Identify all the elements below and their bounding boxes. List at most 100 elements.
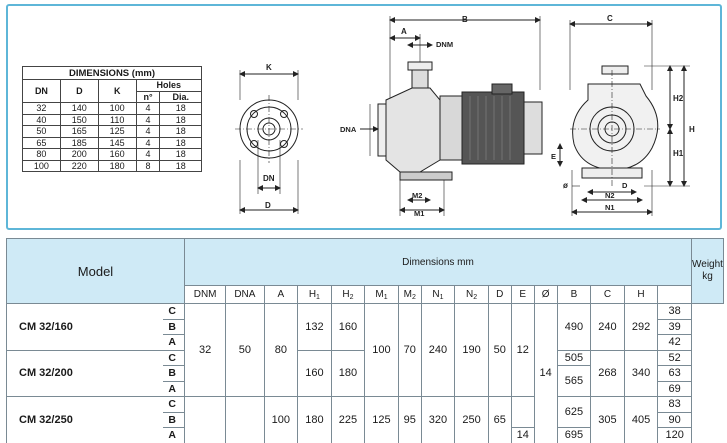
table-row: B 39 [7,318,724,335]
variant: C [162,396,185,413]
cell-n2: 190 [454,303,489,397]
cell-b: 490 [556,303,592,351]
col-dia: Dia. [159,90,202,103]
cell-weight: 42 [657,334,692,351]
col-h1-sub: 1 [316,293,320,301]
col-m1-letter: M [375,288,384,300]
variant: C [162,303,185,320]
table-row: A 42 [7,334,724,351]
col-dna: DNA [225,285,265,304]
label-h2: H2 [673,94,684,103]
col-n2-letter: N [465,288,474,300]
cell: 125 [97,125,137,138]
cell-m1: 125 [364,396,399,443]
cell-c: 305 [590,396,625,443]
cell-h: 292 [623,303,659,351]
col-d: D [487,285,512,304]
model-name: CM 32/160 [6,303,163,351]
label-m2: M2 [412,191,422,200]
col-e: E [510,285,535,304]
col-h: H [623,285,659,304]
cell-n1: 240 [420,303,456,397]
cell-c: 268 [590,349,625,397]
col-c: C [590,285,625,304]
col-m2: M2 [397,285,422,304]
cell-dna [225,396,265,443]
label-dnm: DNM [436,40,453,49]
col-n2-sub: 2 [473,293,478,301]
cell-dnm: 32 [183,303,227,397]
cell: 4 [135,102,161,115]
cell-b: 695 [556,427,592,443]
cell-c: 240 [590,303,625,351]
cell-weight: 63 [657,365,692,382]
label-h1: H1 [673,149,684,158]
cell-d: 65 [487,396,512,443]
cell: 18 [159,136,202,149]
variant: A [162,427,185,443]
label-c: C [607,14,613,23]
cell: 185 [59,136,99,149]
weight-header-line1: Weight [692,259,723,270]
label-b: B [462,15,468,24]
cell-h1: 160 [297,349,332,397]
variant: B [162,365,185,382]
cell-dna: 50 [225,303,265,397]
label-n1: N1 [605,203,615,212]
col-h2-letter: H [342,288,350,300]
cell-b: 565 [556,365,592,397]
col-h2-sub: 2 [349,293,354,301]
cell-n2: 250 [454,396,489,443]
variant: A [162,380,185,397]
col-n1-letter: N [432,288,440,300]
cell-weight: 90 [657,411,692,428]
cell: 4 [135,125,161,138]
variant: B [162,411,185,428]
label-a: A [401,27,407,36]
cell: 100 [22,159,61,172]
col-h1-letter: H [308,288,317,300]
col-n1-sub: 1 [439,293,444,301]
cell-e: 14 [510,427,535,443]
cell-weight: 39 [657,318,692,335]
weight-header-line2: kg [702,271,713,282]
cell: 18 [159,148,202,161]
col-n2: N2 [454,285,489,304]
variant: C [162,349,185,366]
cell-weight: 38 [657,303,692,320]
label-n2: N2 [605,191,615,200]
cell-n1: 320 [420,396,456,443]
col-n: n° [135,90,161,103]
col-m1: M1 [364,285,399,304]
cell: 18 [159,159,202,172]
cell-weight: 52 [657,349,692,366]
pump-front-view [557,20,690,216]
col-k: K [97,79,137,103]
label-k: K [266,63,272,72]
cell: 180 [97,159,137,172]
cell: 4 [135,136,161,149]
col-h1: H1 [297,285,332,304]
label-front-d: D [622,181,628,190]
cell-h1: 132 [297,303,332,351]
cell: 8 [135,159,161,172]
cell: 18 [159,125,202,138]
cell-h1: 180 [297,396,332,443]
label-dna: DNA [340,125,357,134]
cell-weight: 120 [657,427,692,443]
cell-h: 340 [623,349,659,397]
cell: 4 [135,148,161,161]
cell-weight: 69 [657,380,692,397]
label-h: H [689,125,695,134]
cell: 160 [97,148,137,161]
cell-b: 505 [556,349,592,366]
col-b: B [556,285,592,304]
technical-drawing: K DN D B A DNM DNA M2 M1 [235,14,695,218]
table-row: CM 32/160 C 32 50 80 132 160 100 70 240 … [6,303,724,443]
